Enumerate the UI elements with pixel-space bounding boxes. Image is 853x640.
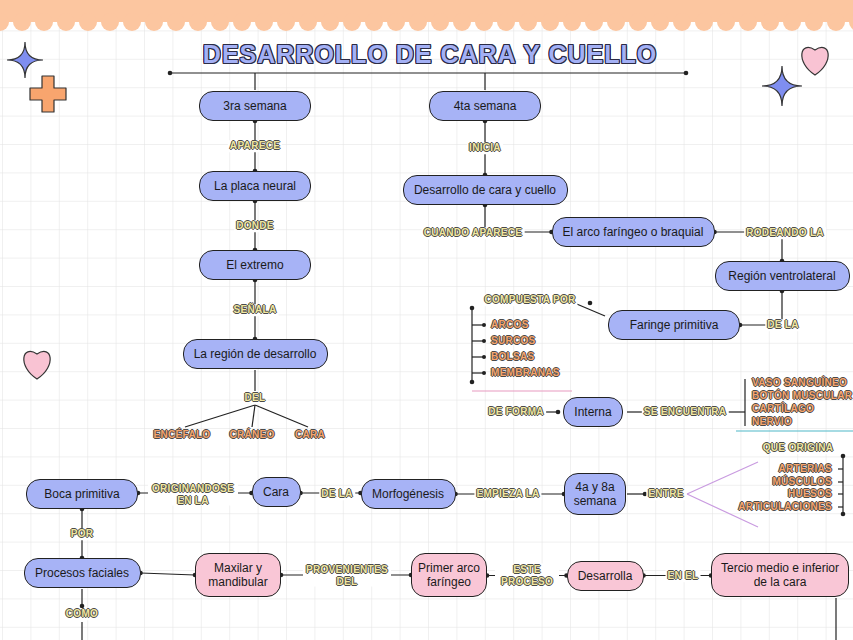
node-text: Boca primitiva	[44, 487, 119, 501]
divider-line	[472, 390, 572, 391]
connector-label: COMO	[64, 608, 100, 620]
connector-label: SE ENCUENTRA	[642, 406, 729, 418]
node-text: Primer arco faríngeo	[418, 561, 480, 590]
list-item: SURCOS	[489, 335, 538, 347]
process-box: Región ventrolateral	[715, 261, 850, 291]
list-item: NERVIO	[750, 416, 794, 428]
node-text: Morfogénesis	[372, 487, 444, 501]
node-text: Maxilar y mandibular	[202, 561, 274, 590]
process-box: 4ta semana	[429, 91, 541, 121]
connector-label: DE LA	[319, 488, 355, 500]
process-box: El arco faríngeo o braquial	[552, 217, 715, 247]
connector-label: DE FORMA	[486, 406, 546, 418]
connector-label: ORIGINANDOSE EN LA	[148, 483, 238, 506]
process-box: El extremo	[199, 250, 311, 280]
divider-line	[736, 430, 853, 431]
fan-lines	[687, 462, 758, 527]
list-item: HUESOS	[786, 488, 834, 500]
cross-decoration	[30, 76, 66, 112]
process-box: La región de desarrollo	[183, 339, 328, 369]
list-item: CARA	[293, 429, 327, 441]
connector-label: DEL	[243, 392, 268, 404]
process-box: Procesos faciales	[24, 558, 141, 588]
connector-dots	[80, 71, 846, 609]
connector-label: QUE ORIGINA	[761, 442, 836, 454]
process-box: Cara	[252, 477, 301, 507]
node-text: Faringe primitiva	[630, 318, 719, 332]
process-box: Morfogénesis	[361, 479, 456, 509]
node-text: 4ta semana	[454, 99, 517, 113]
connector-label: SEÑALA	[232, 304, 279, 316]
connector-label: PROVENIENTES DEL	[303, 564, 391, 587]
process-box: Faringe primitiva	[608, 310, 740, 340]
node-text: Cara	[263, 485, 289, 499]
list-item: CRÁNEO	[227, 429, 276, 441]
connector-label: DONDE	[234, 220, 276, 232]
node-text: La placa neural	[214, 179, 296, 193]
list-item: ARCOS	[489, 319, 531, 331]
node-text: Región ventrolateral	[728, 269, 835, 283]
diagram-title: DESARROLLO DE CARA Y CUELLO	[150, 40, 710, 69]
connector-label: EN EL	[666, 570, 701, 582]
connector-label: POR	[69, 528, 96, 540]
node-text: 4a y 8a semana	[571, 480, 619, 509]
process-box: Boca primitiva	[26, 479, 138, 509]
node-text: Desarrolla	[578, 569, 633, 583]
star-decoration	[762, 66, 802, 106]
node-text: 3ra semana	[223, 99, 286, 113]
heart-decoration	[802, 47, 828, 75]
connector-label: DE LA	[765, 319, 801, 331]
connector-label: ESTE PROCESO	[495, 564, 559, 587]
list-item: ARTERIAS	[776, 463, 834, 475]
list-item: VASO SANGUÍNEO	[750, 377, 849, 389]
heart-decoration	[24, 351, 50, 379]
process-box: Interna	[563, 397, 623, 427]
process-box: 4a y 8a semana	[564, 473, 626, 515]
connector-label: INICIA	[467, 142, 503, 154]
node-text: Interna	[574, 405, 611, 419]
star-decoration	[7, 42, 43, 78]
process-box-pink: Desarrolla	[567, 561, 644, 591]
connector-line	[141, 573, 196, 575]
list-item: CARTÍLAGO	[750, 403, 816, 415]
process-box-pink: Primer arco faríngeo	[411, 553, 487, 597]
process-box: La placa neural	[199, 171, 311, 201]
connector-label: ENTRE	[646, 488, 685, 500]
node-text: Desarrollo de cara y cuello	[414, 183, 556, 197]
node-text: El arco faríngeo o braquial	[563, 225, 704, 239]
list-item: ARTICULACIONES	[736, 501, 834, 513]
connector-label: RODEANDO LA	[744, 227, 826, 239]
list-item: MEMBRANAS	[489, 367, 562, 379]
connector-label: EMPIEZA LA	[474, 488, 541, 500]
list-item: BOTÓN MUSCULAR	[750, 390, 853, 402]
node-text: La región de desarrollo	[194, 347, 317, 361]
process-box: 3ra semana	[199, 91, 311, 121]
connector-label: APARECE	[228, 140, 282, 152]
process-box-pink: Maxilar y mandibular	[195, 553, 281, 597]
list-item: ENCÉFALO	[152, 429, 213, 441]
connector-label: COMPUESTA POR	[482, 294, 577, 306]
node-text: Procesos faciales	[35, 566, 129, 580]
list-item: MÚSCULOS	[770, 476, 834, 488]
connector-label: CUANDO APARECE	[422, 227, 525, 239]
process-box: Desarrollo de cara y cuello	[403, 175, 568, 205]
list-item: BOLSAS	[489, 351, 536, 363]
node-text: Tercio medio e inferior de la cara	[718, 561, 842, 590]
process-box-pink: Tercio medio e inferior de la cara	[711, 553, 849, 597]
top-banner	[0, 0, 853, 31]
node-text: El extremo	[226, 258, 283, 272]
